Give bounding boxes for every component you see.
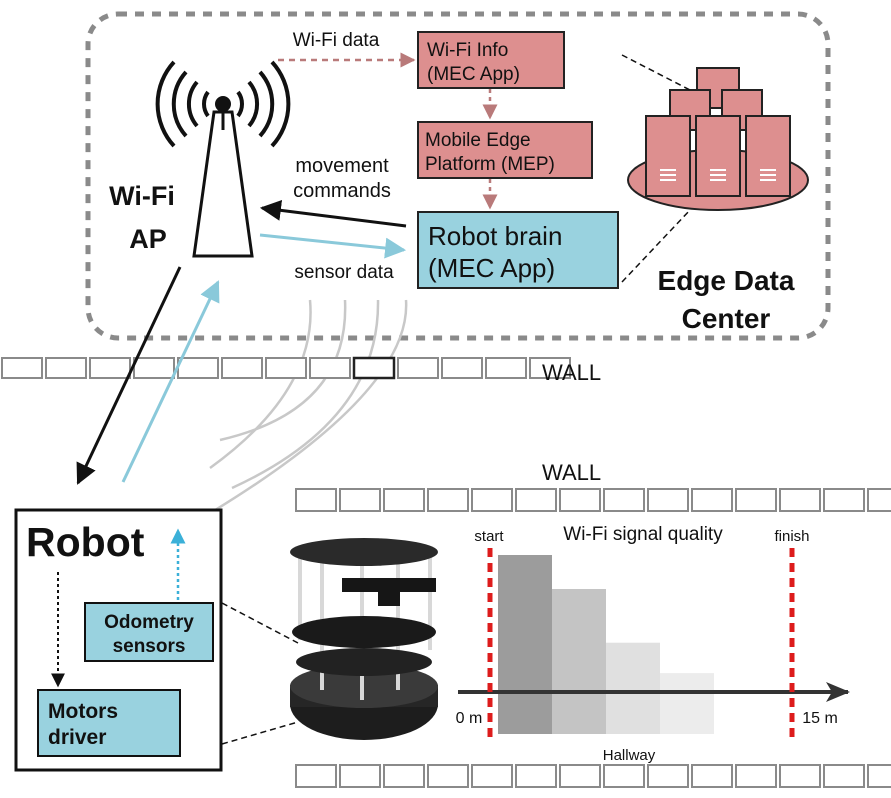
- wall-brick: [603, 488, 645, 512]
- wall-brick: [1, 357, 43, 379]
- finish-label: finish: [774, 528, 809, 545]
- odometry-box: [84, 602, 214, 662]
- ap-label-line2: AP: [129, 224, 167, 254]
- wall-brick: [515, 764, 557, 788]
- wall-brick: [471, 764, 513, 788]
- wall-brick: [427, 764, 469, 788]
- wall-brick: [383, 764, 425, 788]
- wall-brick: [867, 488, 891, 512]
- edge-center-line2: Center: [682, 303, 771, 334]
- wall-brick: [339, 488, 381, 512]
- wifi-info-line2: (MEC App): [427, 64, 520, 85]
- wifi-info-line1: Wi-Fi Info: [427, 40, 508, 61]
- wall-brick: [265, 357, 307, 379]
- signal-waves: [209, 299, 408, 514]
- zero-m-label: 0 m: [456, 710, 483, 727]
- wifi-info-box: [417, 31, 565, 89]
- ap-to-robot-arrow: [76, 266, 182, 485]
- movement-line2: commands: [293, 180, 391, 202]
- wall-brick: [309, 357, 351, 379]
- wall-top: [1, 356, 571, 380]
- wall-brick: [427, 488, 469, 512]
- signal-bar: [660, 673, 714, 734]
- hallway-label: Hallway: [603, 747, 656, 764]
- wall-brick: [779, 488, 821, 512]
- wall-brick: [295, 764, 337, 788]
- wifi-signal-chart: [458, 548, 850, 740]
- sensor-data-arrow: [259, 233, 407, 259]
- wall-brick: [397, 357, 439, 379]
- wall-brick: [295, 488, 337, 512]
- wall-brick: [89, 357, 131, 379]
- wall-mid-label: WALL: [542, 460, 601, 485]
- robot-brain-line2: (MEC App): [428, 253, 555, 283]
- mep-box: [417, 121, 593, 179]
- wall-brick: [647, 764, 689, 788]
- wall-brick: [735, 488, 777, 512]
- wall-brick: [779, 764, 821, 788]
- signal-bar: [552, 589, 606, 734]
- robot-title: Robot: [26, 519, 145, 565]
- mep-line2: Platform (MEP): [425, 154, 555, 175]
- server-rack-icon: [627, 67, 809, 211]
- start-label: start: [474, 528, 504, 545]
- sensor-data-label: sensor data: [294, 262, 394, 283]
- robot-brain-box: [417, 211, 619, 289]
- signal-bar: [498, 555, 552, 734]
- odometry-line1: Odometry: [104, 612, 194, 633]
- motors-line1: Motors: [48, 700, 118, 723]
- wall-brick: [691, 764, 733, 788]
- movement-line1: movement: [295, 155, 389, 177]
- wall-brick: [823, 488, 865, 512]
- turtlebot-robot-image: [290, 538, 438, 740]
- edge-region-border: [85, 11, 831, 341]
- wall-middle: [295, 488, 891, 512]
- robot-to-ap-arrow: [121, 280, 220, 483]
- wall-top-label: WALL: [542, 360, 601, 385]
- wall-brick: [559, 488, 601, 512]
- wall-brick: [559, 764, 601, 788]
- motors-box: [37, 689, 181, 757]
- signal-bar: [606, 642, 660, 734]
- odometry-leader: [221, 602, 299, 644]
- wifi-ap-icon: [155, 60, 291, 258]
- wall-brick: [177, 357, 219, 379]
- wall-brick: [515, 488, 557, 512]
- wall-brick: [441, 357, 483, 379]
- edge-center-line1: Edge Data: [658, 265, 795, 296]
- chart-title: Wi-Fi signal quality: [563, 524, 723, 545]
- wall-brick: [221, 357, 263, 379]
- wall-bottom: [295, 764, 891, 788]
- brain-to-servers-leader: [621, 209, 691, 283]
- wall-brick: [471, 488, 513, 512]
- wall-brick: [529, 357, 571, 379]
- wall-brick: [691, 488, 733, 512]
- wall-brick: [485, 357, 527, 379]
- mep-line1: Mobile Edge: [425, 130, 531, 151]
- wall-brick: [823, 764, 865, 788]
- wall-brick: [867, 764, 891, 788]
- wall-brick: [352, 356, 396, 380]
- wall-brick: [133, 357, 175, 379]
- motors-leader: [221, 721, 299, 745]
- wall-brick: [647, 488, 689, 512]
- wifi-data-label: Wi-Fi data: [293, 30, 380, 51]
- wifi-info-to-servers-leader: [621, 54, 691, 91]
- wall-brick: [45, 357, 87, 379]
- motors-line2: driver: [48, 726, 106, 749]
- ap-label-line1: Wi-Fi: [109, 181, 175, 211]
- wall-brick: [735, 764, 777, 788]
- movement-commands-arrow: [259, 199, 407, 228]
- odometry-line2: sensors: [113, 636, 186, 657]
- wall-brick: [339, 764, 381, 788]
- wall-brick: [383, 488, 425, 512]
- wall-brick: [603, 764, 645, 788]
- fifteen-m-label: 15 m: [802, 710, 838, 727]
- robot-brain-line1: Robot brain: [428, 221, 562, 251]
